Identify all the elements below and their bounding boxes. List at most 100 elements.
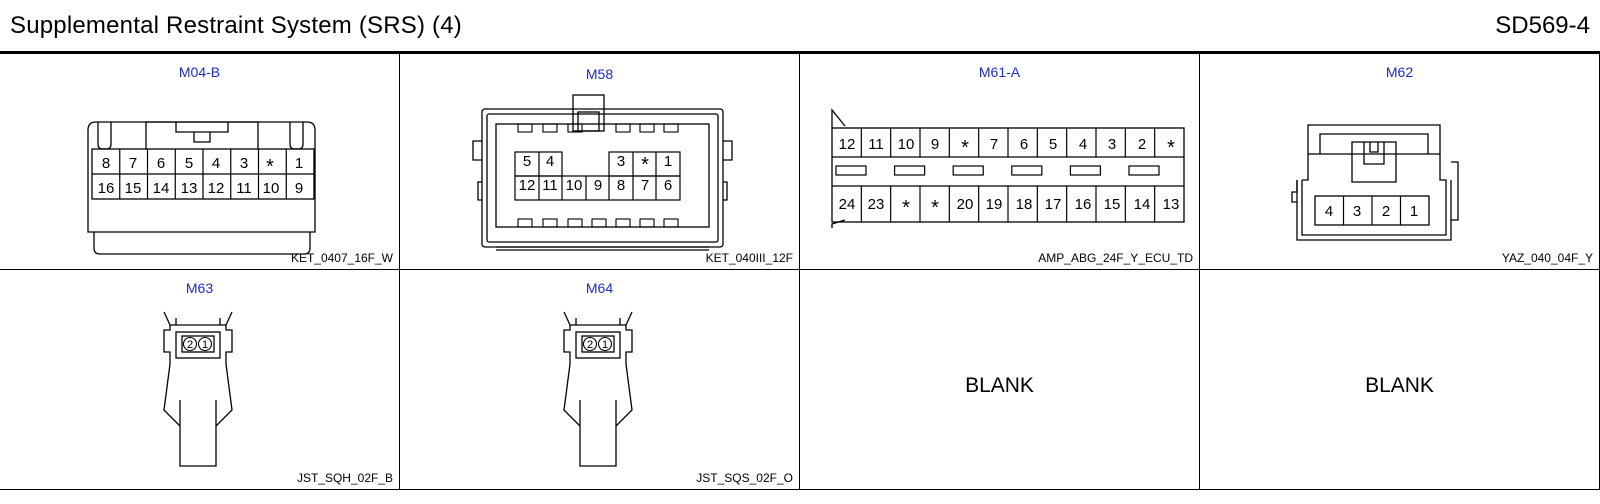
pin-label: 9 bbox=[931, 136, 939, 153]
connector-m58-pins: 5 4 3 * 1 12 11 10 9 8 7 6 bbox=[519, 153, 673, 194]
pin-label: 5 bbox=[523, 153, 531, 170]
connector-id: M61-A bbox=[978, 64, 1021, 80]
pin-label: 4 bbox=[546, 153, 554, 170]
pin-label: 4 bbox=[1325, 203, 1333, 220]
pin-label: 3 bbox=[240, 155, 248, 172]
connector-grid: M04-B 8 7 6 5 4 3 * 1 bbox=[0, 52, 1600, 490]
key-slot bbox=[1011, 165, 1043, 176]
key-slot bbox=[1069, 165, 1101, 176]
latch-tooth bbox=[663, 123, 679, 133]
pin-label: 24 bbox=[839, 196, 856, 213]
connector-m04b-drawing: 8 7 6 5 4 3 * 1 16 15 14 13 12 11 10 9 bbox=[87, 121, 316, 255]
pin-label: 11 bbox=[236, 180, 252, 197]
latch-tooth bbox=[567, 218, 583, 228]
blank-cell: BLANK bbox=[1200, 270, 1600, 490]
latch-tooth bbox=[591, 218, 607, 228]
pin-label: 6 bbox=[157, 155, 165, 172]
connector-cell-m64: M64 2 1 JST_SQS_02F_O bbox=[400, 270, 800, 490]
latch-tooth bbox=[567, 123, 583, 133]
pin-label: 3 bbox=[1108, 136, 1116, 153]
pin-label: 9 bbox=[295, 180, 303, 197]
connector-cell-m04b: M04-B 8 7 6 5 4 3 * 1 bbox=[0, 52, 400, 270]
pin-label: 6 bbox=[664, 177, 672, 194]
connector-m61a-pins: 12 11 10 9 * 7 6 5 4 3 2 * 24 23 * * 20 … bbox=[839, 136, 1180, 219]
pin-label: 12 bbox=[839, 136, 856, 153]
pin-label: 1 bbox=[202, 339, 208, 351]
pin-label: 3 bbox=[617, 153, 625, 170]
pin-label: 1 bbox=[664, 153, 672, 170]
pin-label: 6 bbox=[1020, 136, 1028, 153]
connector-type-code: KET_0407_16F_W bbox=[290, 251, 393, 265]
connector-id: M04-B bbox=[178, 64, 221, 80]
pin-label: 8 bbox=[617, 177, 625, 194]
pin-label: 7 bbox=[129, 155, 137, 172]
connector-cell-m58: M58 5 4 3 * bbox=[400, 52, 800, 270]
pin-label: 12 bbox=[519, 177, 536, 194]
page-title: Supplemental Restraint System (SRS) (4) bbox=[10, 12, 462, 39]
connector-type-code: YAZ_040_04F_Y bbox=[1501, 251, 1593, 265]
pin-label: * bbox=[266, 156, 274, 178]
pin-label: 4 bbox=[1079, 136, 1087, 153]
connector-type-code: KET_040III_12F bbox=[705, 251, 793, 265]
connector-m04b-pins: 8 7 6 5 4 3 * 1 16 15 14 13 12 11 10 9 bbox=[98, 155, 304, 197]
diagram-code: SD569-4 bbox=[1495, 12, 1590, 39]
pin-label: 13 bbox=[1163, 196, 1180, 213]
pin-label: 23 bbox=[868, 196, 885, 213]
connector-m62-pins: 4 3 2 1 bbox=[1325, 203, 1418, 220]
pin-label: 5 bbox=[1049, 136, 1057, 153]
pin-label: 1 bbox=[1410, 203, 1418, 220]
page-header: Supplemental Restraint System (SRS) (4) … bbox=[0, 0, 1600, 54]
blank-label: BLANK bbox=[1365, 374, 1434, 397]
pin-label: 20 bbox=[957, 196, 974, 213]
pin-label: 2 bbox=[1382, 203, 1390, 220]
blank-cell: BLANK bbox=[800, 270, 1200, 490]
pin-label: 17 bbox=[1045, 196, 1062, 213]
pin-label: 14 bbox=[153, 180, 170, 197]
key-slot bbox=[893, 165, 926, 176]
pin-label: 9 bbox=[594, 177, 602, 194]
key-slot bbox=[835, 165, 867, 176]
latch-tooth bbox=[639, 123, 655, 133]
connector-m58-drawing: 5 4 3 * 1 12 11 10 9 8 7 6 bbox=[472, 94, 733, 251]
latch-tooth bbox=[663, 218, 679, 228]
connector-m62-drawing: 4 3 2 1 bbox=[1291, 124, 1459, 241]
connector-m64-drawing: 2 1 bbox=[563, 311, 633, 467]
latch-tooth bbox=[615, 123, 631, 133]
connector-id: M64 bbox=[585, 280, 614, 296]
pin-label: 16 bbox=[1075, 196, 1092, 213]
pin-label: 14 bbox=[1134, 196, 1151, 213]
blank-label: BLANK bbox=[965, 374, 1034, 397]
connector-m63-drawing: 2 1 bbox=[163, 311, 233, 467]
connector-type-code: JST_SQS_02F_O bbox=[696, 471, 793, 485]
pin-label: 16 bbox=[98, 180, 115, 197]
pin-label: 1 bbox=[295, 155, 303, 172]
latch-tooth bbox=[517, 218, 533, 228]
connector-m64-pins: 2 1 bbox=[582, 336, 613, 352]
pin-label: 4 bbox=[212, 155, 220, 172]
pin-cell bbox=[514, 175, 681, 201]
pin-label: 3 bbox=[1353, 203, 1361, 220]
connector-id: M58 bbox=[585, 66, 614, 82]
pin-label: * bbox=[902, 197, 910, 219]
pin-label: 2 bbox=[1138, 136, 1146, 153]
connector-cell-m61a: M61-A 12 11 10 9 * 7 6 5 4 3 bbox=[800, 52, 1200, 270]
pin-label: 12 bbox=[208, 180, 225, 197]
pin-label: 15 bbox=[125, 180, 142, 197]
pin-label: 11 bbox=[868, 136, 884, 153]
key-slot bbox=[952, 165, 984, 176]
pin-label: 10 bbox=[263, 180, 280, 197]
pin-label: * bbox=[961, 137, 969, 159]
pin-label: * bbox=[931, 197, 939, 219]
pin-label: * bbox=[1167, 137, 1175, 159]
pin-label: 2 bbox=[187, 339, 193, 351]
pin-label: 15 bbox=[1104, 196, 1121, 213]
latch-tooth bbox=[517, 123, 533, 133]
pin-label: 7 bbox=[641, 177, 649, 194]
connector-m63-pins: 2 1 bbox=[182, 336, 213, 352]
latch-tooth bbox=[542, 123, 558, 133]
connector-id: M63 bbox=[185, 280, 214, 296]
connector-type-code: AMP_ABG_24F_Y_ECU_TD bbox=[1038, 251, 1193, 265]
pin-label: 7 bbox=[990, 136, 998, 153]
pin-label: 18 bbox=[1016, 196, 1033, 213]
pin-label: 1 bbox=[602, 339, 608, 351]
